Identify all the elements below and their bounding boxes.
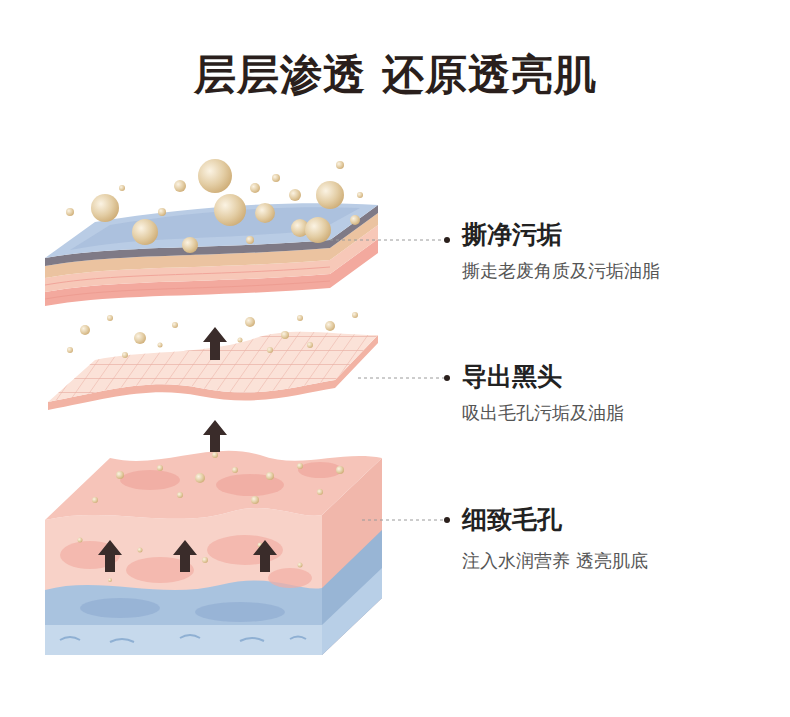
pore-sheet <box>0 300 420 420</box>
callout-text: 吸出毛孔污垢及油脂 <box>462 401 624 425</box>
stratum-layer <box>45 159 378 306</box>
up-arrows <box>98 327 277 572</box>
leader-lines <box>330 240 444 520</box>
leader-dots <box>444 237 450 523</box>
callout-heading: 细致毛孔 <box>462 503 562 536</box>
diagram-title: 层层渗透 还原透亮肌 <box>194 47 597 103</box>
callout-heading: 导出黑头 <box>462 360 562 393</box>
callout-text: 注入水润营养 透亮肌底 <box>462 549 648 573</box>
dermis-block <box>45 451 382 655</box>
callout-heading: 撕净污垢 <box>462 218 562 251</box>
callout-text: 撕走老废角质及污垢油脂 <box>462 259 660 283</box>
